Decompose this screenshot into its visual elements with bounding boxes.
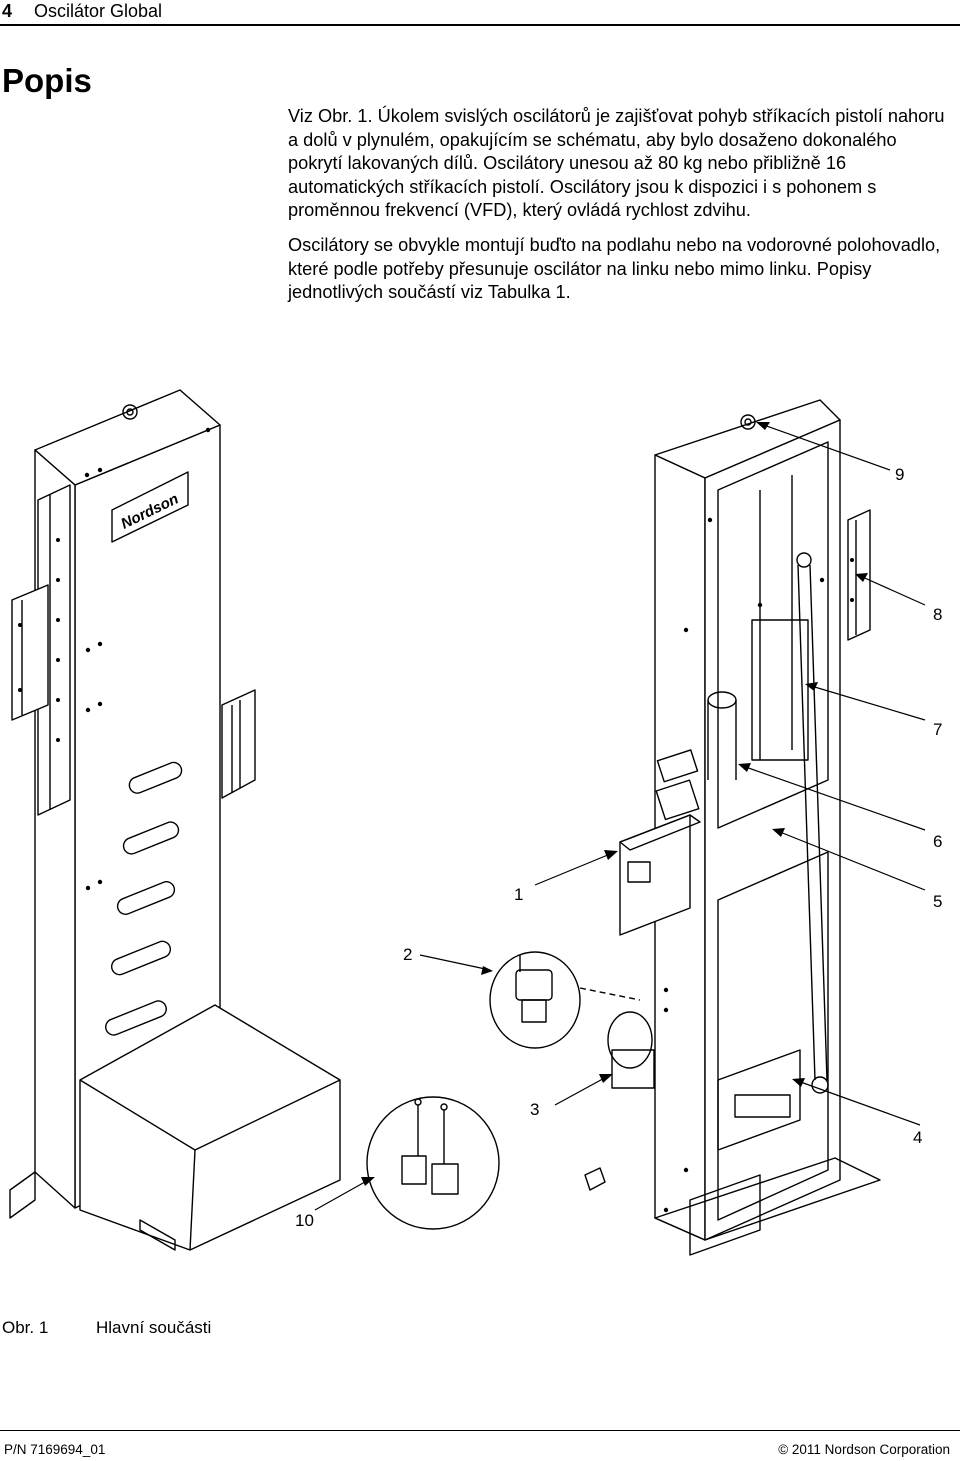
callout-3: 3 (530, 1100, 539, 1119)
callout-5: 5 (933, 892, 942, 911)
header-rule (0, 24, 960, 26)
section-heading: Popis (2, 62, 92, 99)
left-oscillator-illustration (9, 389, 341, 1251)
footer-rule (0, 1430, 960, 1431)
paragraph-mounting: Oscilátory se obvykle montují buďto na p… (288, 235, 941, 302)
running-title: Oscilátor Global (34, 1, 163, 21)
callout-10: 10 (295, 1211, 314, 1230)
page-number: 4 (2, 1, 13, 21)
callout-9: 9 (895, 465, 904, 484)
figure-number: Obr. 1 (2, 1318, 49, 1337)
right-oscillator-illustration (584, 399, 881, 1256)
copyright: © 2011 Nordson Corporation (778, 1442, 950, 1457)
callout-7: 7 (933, 720, 942, 739)
solenoid-valves-detail (366, 1096, 500, 1230)
page-header: 4 Oscilátor Global (0, 0, 960, 24)
main-components-figure: 1 2 3 4 5 6 7 8 9 10 Nordson (9, 389, 942, 1256)
part-number: P/N 7169694_01 (4, 1442, 106, 1457)
figure-title: Hlavní součásti (96, 1318, 212, 1337)
callout-8: 8 (933, 605, 942, 624)
filter-regulator-detail (489, 951, 641, 1049)
callout-2: 2 (403, 945, 412, 964)
callout-6: 6 (933, 832, 942, 851)
callout-4: 4 (913, 1128, 922, 1147)
callout-1: 1 (514, 885, 523, 904)
paragraph-intro: Viz Obr. 1. Úkolem svislých oscilátorů j… (288, 106, 945, 220)
